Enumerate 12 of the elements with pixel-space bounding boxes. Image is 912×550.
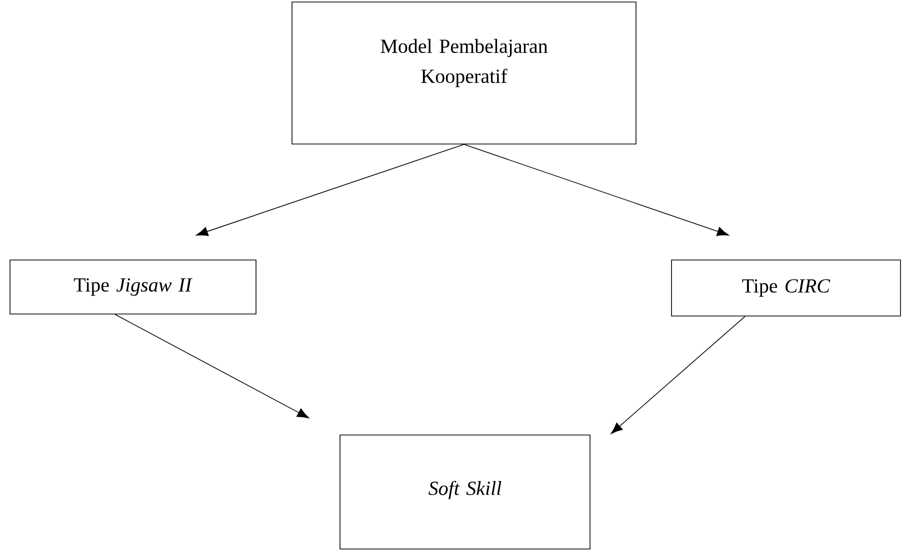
arrow <box>114 314 309 418</box>
box <box>10 260 256 314</box>
box-label: Tipe CIRC <box>742 279 830 297</box>
box <box>340 434 590 550</box>
arrow <box>196 144 464 236</box>
arrow <box>610 316 746 434</box>
box <box>671 260 901 316</box>
arrow <box>464 144 729 236</box>
box <box>292 2 636 144</box>
box-label: Model Pembelajaran Kooperatif <box>380 38 548 88</box>
box-label: Soft Skill <box>428 480 502 500</box>
box-label: Tipe Jigsaw II <box>74 278 192 296</box>
